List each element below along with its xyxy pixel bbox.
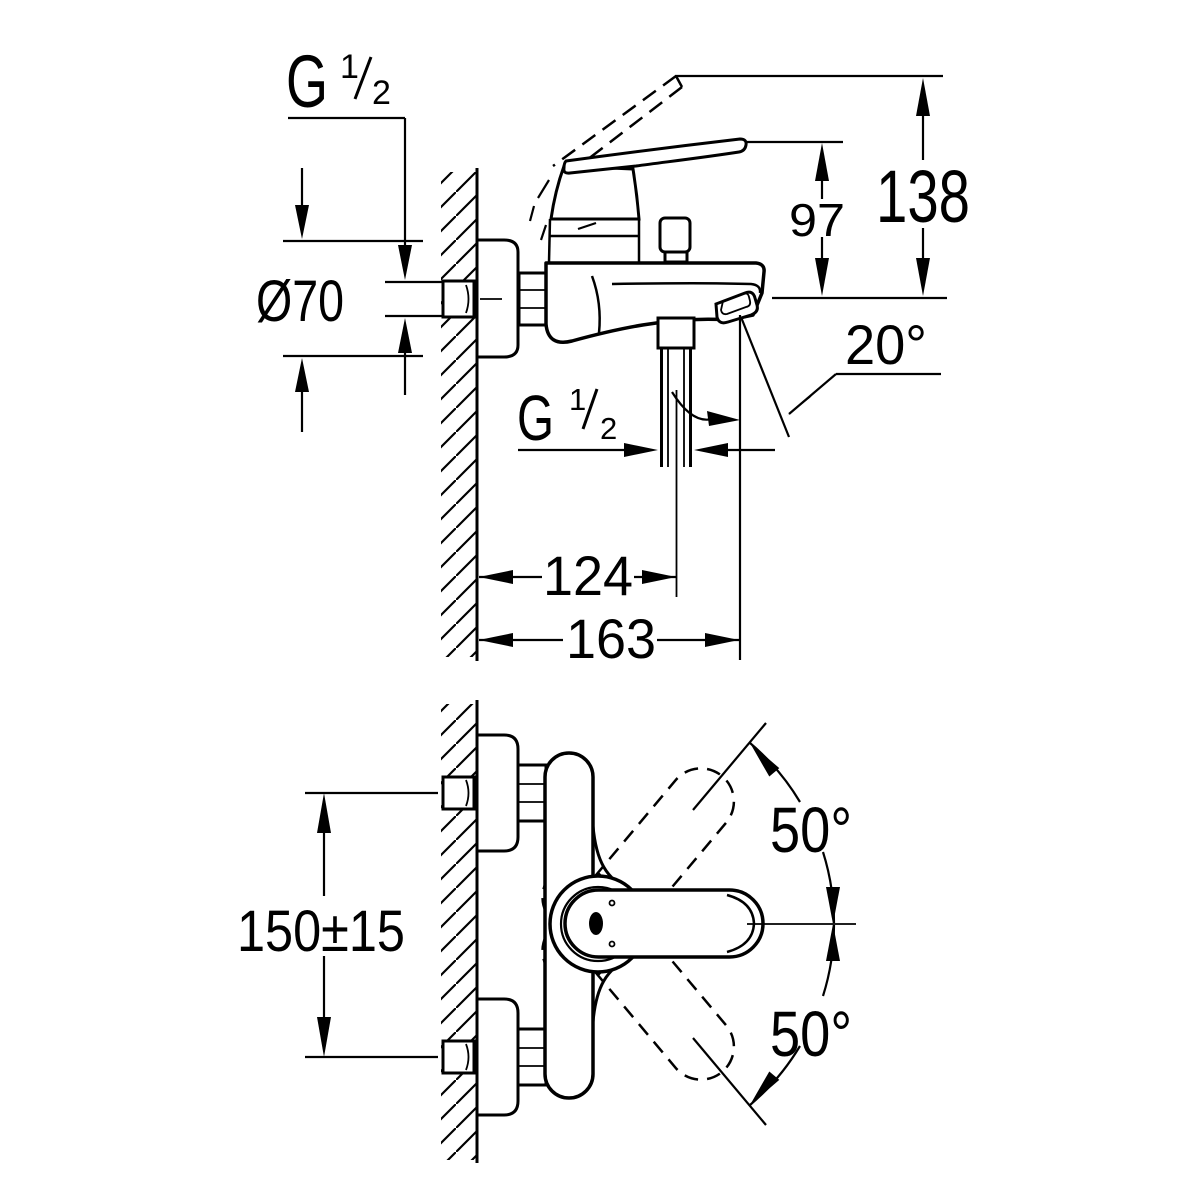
- handle-dot-top: [608, 899, 616, 907]
- aerator-inner: [720, 292, 752, 316]
- wall-thread-numerator: 1: [340, 48, 359, 86]
- handle-height-text: 97: [789, 194, 845, 246]
- neck-left-edge: [547, 218, 552, 263]
- spout-angle-line: [739, 316, 791, 438]
- raised-handle-height-text: 138: [876, 155, 970, 238]
- wall-bolt-bottom-chamfer: [465, 1043, 470, 1071]
- lever-handle-side: [562, 137, 748, 175]
- dim-handle-swing: 50° 50°: [692, 722, 856, 1126]
- hose-thread-denominator: 2: [600, 411, 617, 446]
- wall-thread-base: G: [286, 40, 328, 123]
- swing-down-text: 50°: [770, 998, 852, 1070]
- hose-thread-numerator: 1: [569, 382, 586, 417]
- wall-hatch-side: [441, 172, 477, 657]
- hose-thread-fraction-slash: [581, 388, 599, 430]
- body-inner-arc: [590, 275, 601, 334]
- spout-inner-line: [611, 282, 762, 294]
- union-nut-bottom-front: [516, 1027, 548, 1087]
- wall-thread-fraction-slash: [353, 56, 373, 100]
- inlet-spacing-text: 150±15: [237, 899, 405, 964]
- dim-spout-angle: 20°: [671, 313, 941, 660]
- dim-wall-thread: G 1 2: [286, 40, 412, 395]
- flange-diameter-text: Ø70: [256, 269, 344, 334]
- swing-up-text: 50°: [770, 794, 852, 866]
- spout-reach-text: 163: [566, 607, 656, 670]
- dim-spout-reach: 163: [479, 607, 739, 670]
- spout-angle-text: 20°: [845, 313, 927, 376]
- dim-raised-handle-height: 138: [675, 74, 970, 300]
- escutcheon-bottom-front: [475, 997, 520, 1117]
- wall-thread-denominator: 2: [372, 74, 391, 112]
- dim-flange-diameter: Ø70: [256, 168, 423, 432]
- swing-line-up: [692, 722, 767, 811]
- dim-spout-center-distance: 124: [479, 544, 676, 607]
- diverter-knob: [658, 216, 692, 254]
- side-view: G 1 2 Ø70 97: [256, 40, 970, 670]
- wall-bolt-top-chamfer: [465, 779, 470, 807]
- swing-line-down: [692, 1037, 767, 1126]
- hose-collar: [656, 316, 696, 350]
- wall-bolt-chamfer: [465, 284, 470, 314]
- dim-inlet-spacing: 150±15: [237, 791, 438, 1059]
- wall-hatch-front: [441, 704, 477, 1160]
- union-nut-top-front: [516, 763, 548, 823]
- union-nut-side: [517, 271, 548, 327]
- handle-dot-bottom: [608, 940, 616, 948]
- diverter-stem: [663, 250, 689, 264]
- dim-hose-thread: G 1 2: [517, 382, 775, 457]
- dim-handle-height: 97: [746, 140, 845, 296]
- escutcheon-top-front: [475, 733, 520, 853]
- front-view: 50° 50° 150±15: [237, 700, 856, 1163]
- hose-thread-base: G: [517, 382, 554, 454]
- aerator-outlet: [714, 290, 759, 325]
- cartridge-dome-side: [549, 164, 641, 221]
- spout-center-distance-text: 124: [543, 544, 633, 607]
- handle-logo-dot: [589, 912, 603, 935]
